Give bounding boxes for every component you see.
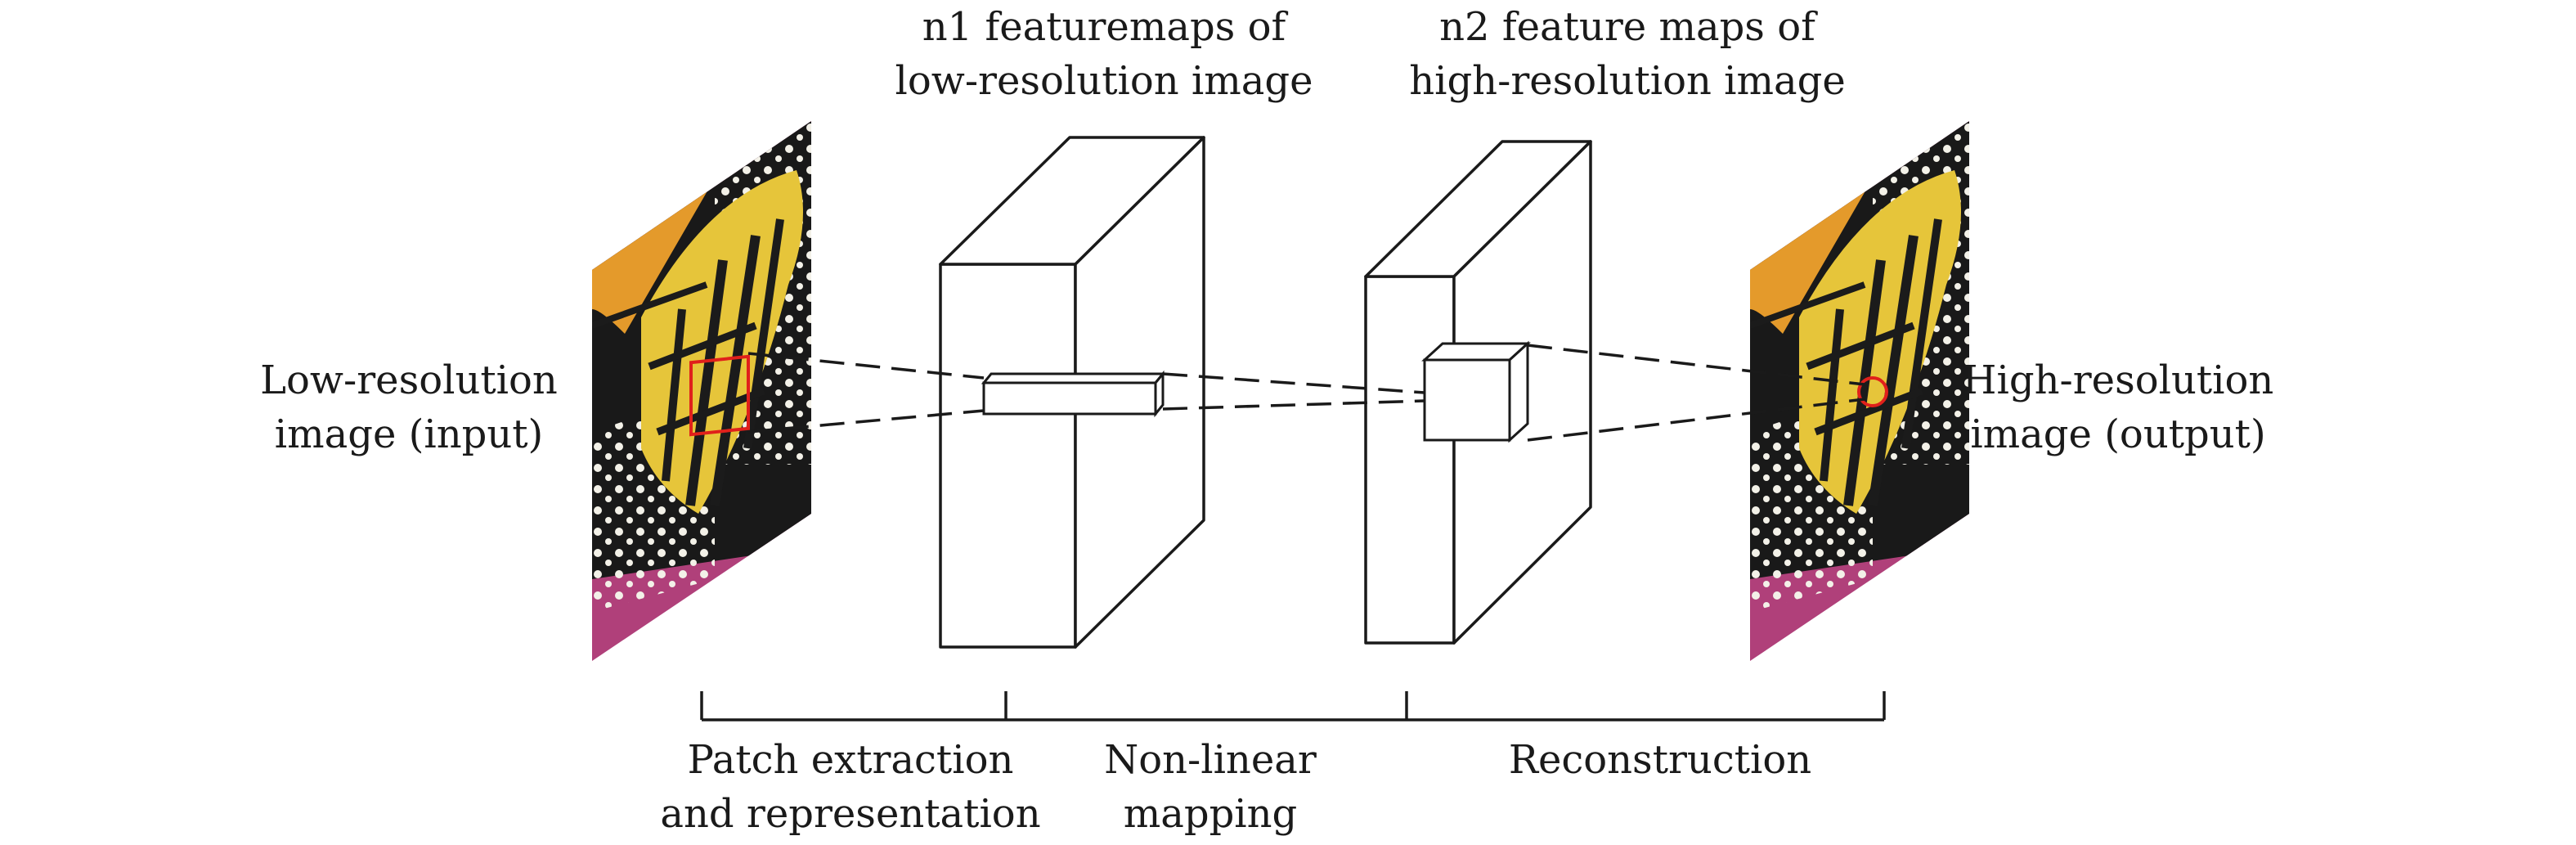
n1-feature-maps-label: n1 featuremaps of low-resolution image	[859, 0, 1349, 108]
input-image-label: Low-resolution image (input)	[245, 353, 572, 461]
stage1-label-line-2: and representation	[660, 791, 1041, 837]
stage3-label-line-1: Reconstruction	[1508, 737, 1812, 783]
output-pixel-marker	[1857, 376, 1888, 407]
n2-feature-maps-label: n2 feature maps of high-resolution image	[1374, 0, 1881, 108]
output-image-label: High-resolution image (output)	[1954, 353, 2282, 461]
output-label-line-1: High-resolution	[1962, 357, 2274, 403]
input-label-line-1: Low-resolution	[260, 357, 558, 403]
n2-label-line-1: n2 feature maps of	[1439, 4, 1815, 50]
n1-feature-vector-slab	[981, 370, 1166, 418]
low-resolution-input-image	[592, 121, 813, 661]
output-label-line-2: image (output)	[1970, 411, 2266, 457]
stage-non-linear-mapping-label: Non-linear mapping	[1047, 733, 1374, 841]
stage2-label-line-1: Non-linear	[1104, 737, 1317, 783]
input-label-line-2: image (input)	[274, 411, 544, 457]
stage1-label-line-1: Patch extraction	[687, 737, 1014, 783]
projection-lines	[747, 344, 1865, 442]
feature-block-n2	[1364, 140, 1592, 645]
stage-bracket	[700, 691, 1886, 721]
n1-label-line-2: low-resolution image	[895, 58, 1313, 104]
stage-patch-extraction-label: Patch extraction and representation	[646, 733, 1055, 841]
input-patch-box	[689, 354, 750, 437]
n1-label-line-1: n1 featuremaps of	[922, 4, 1286, 50]
n2-feature-cube	[1421, 340, 1531, 443]
n2-label-line-2: high-resolution image	[1409, 58, 1846, 104]
stage2-label-line-2: mapping	[1123, 791, 1298, 837]
stage-reconstruction-label: Reconstruction	[1472, 733, 1848, 787]
